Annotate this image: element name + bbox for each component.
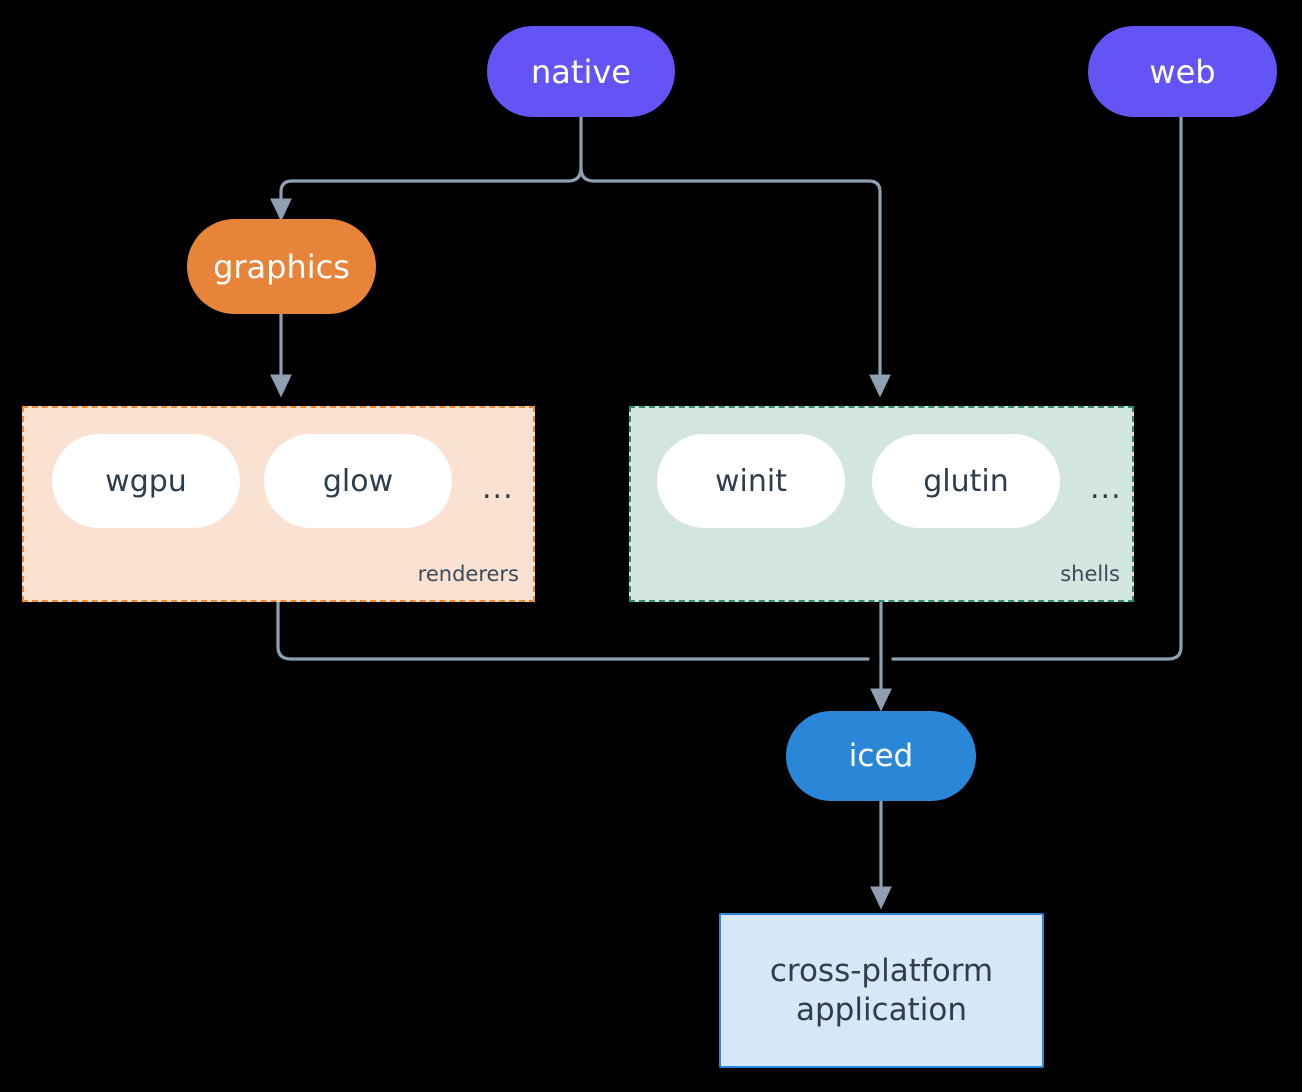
leaf-pill-winit-label: winit bbox=[715, 463, 787, 499]
leaf-pill-glow-label: glow bbox=[322, 463, 394, 499]
edge-native-to-shells bbox=[592, 179, 891, 398]
node-graphics[interactable]: graphics bbox=[187, 219, 376, 314]
node-application-line2: application bbox=[796, 991, 967, 1028]
node-iced[interactable]: iced bbox=[786, 711, 976, 801]
node-native[interactable]: native bbox=[487, 26, 675, 117]
node-graphics-label: graphics bbox=[213, 247, 350, 286]
cluster-shells: winit glutin ... shells bbox=[629, 406, 1134, 602]
edge-native-to-graphics bbox=[270, 179, 570, 222]
node-native-label: native bbox=[531, 52, 631, 91]
leaf-pill-wgpu[interactable]: wgpu bbox=[52, 434, 240, 528]
edge-native-bus bbox=[579, 115, 596, 183]
node-iced-label: iced bbox=[848, 737, 914, 774]
edge-native-bus-left bbox=[566, 166, 583, 183]
cluster-shells-label: shells bbox=[1060, 562, 1120, 586]
node-application[interactable]: cross-platform application bbox=[719, 913, 1044, 1068]
leaf-pill-wgpu-label: wgpu bbox=[105, 463, 187, 499]
cluster-renderers: wgpu glow ... renderers bbox=[22, 406, 535, 602]
node-web-label: web bbox=[1149, 52, 1216, 91]
cluster-renderers-label: renderers bbox=[417, 562, 519, 586]
leaf-pill-glow[interactable]: glow bbox=[264, 434, 452, 528]
node-web[interactable]: web bbox=[1088, 26, 1277, 117]
leaf-pill-glutin-label: glutin bbox=[923, 463, 1009, 499]
node-application-line1: cross-platform bbox=[769, 952, 994, 989]
edge-renderers-to-iced bbox=[276, 600, 870, 661]
shells-more-ellipsis: ... bbox=[1090, 471, 1122, 506]
leaf-pill-glutin[interactable]: glutin bbox=[872, 434, 1060, 528]
leaf-pill-winit[interactable]: winit bbox=[657, 434, 845, 528]
renderers-more-ellipsis: ... bbox=[482, 471, 514, 506]
